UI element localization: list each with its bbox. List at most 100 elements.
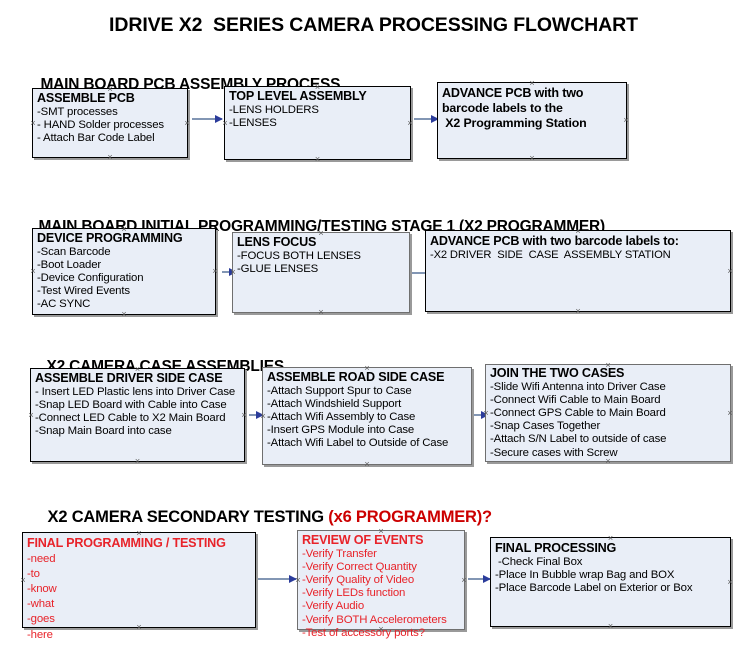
connector-handle-bottom[interactable] (377, 625, 386, 634)
connector-handle-left[interactable] (221, 119, 230, 128)
box-line: -need (27, 552, 56, 565)
box-line: -know (27, 583, 57, 596)
connector-handle-right[interactable] (460, 576, 469, 585)
connector-handle-right[interactable] (726, 578, 735, 587)
connector-handle-left[interactable] (27, 411, 36, 420)
box-line: -Place In Bubble wrap Bag and BOX (495, 568, 675, 581)
connector-handle-bottom[interactable] (574, 307, 583, 316)
connector-handle-right[interactable] (211, 267, 220, 276)
connector-handle-top[interactable] (133, 365, 142, 374)
box-line: -Verify LEDs function (302, 587, 406, 600)
box-line: -here (27, 628, 53, 641)
section-heading-4-text: X2 CAMERA SECONDARY TESTING (47, 508, 329, 526)
connector-handle-top[interactable] (313, 83, 322, 92)
box-line: -Verify Transfer (302, 547, 377, 560)
connector-handle-top[interactable] (317, 229, 326, 238)
box-assemble-driver-side-case[interactable]: ASSEMBLE DRIVER SIDE CASE - Insert LED P… (30, 368, 245, 462)
box-title: DEVICE PROGRAMMING (37, 231, 183, 245)
box-line: -Scan Barcode (37, 245, 111, 258)
connector-handle-right[interactable] (183, 119, 192, 128)
connector-handle-top[interactable] (528, 79, 537, 88)
box-assemble-pcb[interactable]: ASSEMBLE PCB -SMT processes - HAND Solde… (32, 88, 188, 158)
box-advance-pcb-driver-side-station[interactable]: ADVANCE PCB with two barcode labels to: … (425, 230, 731, 312)
connector-handle-right[interactable] (622, 116, 631, 125)
box-line: -Verify BOTH Accelerometers (302, 613, 447, 626)
connector-handle-bottom[interactable] (528, 154, 537, 163)
box-line: - Attach Bar Code Label (37, 132, 155, 145)
box-line: X2 Programming Station (442, 116, 587, 131)
box-title: ADVANCE PCB with two (442, 86, 584, 100)
box-line: -Insert GPS Module into Case (267, 424, 415, 437)
connector-handle-bottom[interactable] (317, 308, 326, 317)
box-line: -Snap Cases Together (490, 420, 601, 433)
box-advance-pcb-programming-station[interactable]: ADVANCE PCB with two barcode labels to t… (437, 82, 627, 159)
box-title: ADVANCE PCB with two barcode labels to: (430, 234, 679, 248)
box-line: - HAND Solder processes (37, 118, 164, 131)
connector-handle-bottom[interactable] (606, 622, 615, 631)
arrow-top-level-to-advance-pcb (414, 114, 439, 123)
box-line: -Attach Support Spur to Case (267, 384, 412, 397)
box-line: -goes (27, 613, 55, 626)
box-title: ASSEMBLE DRIVER SIDE CASE (35, 371, 223, 385)
connector-handle-top[interactable] (363, 364, 372, 373)
box-line: -what (27, 598, 55, 611)
connector-handle-left[interactable] (29, 267, 38, 276)
box-title: LENS FOCUS (237, 235, 317, 249)
box-line: -to (27, 567, 40, 580)
connector-handle-left[interactable] (19, 576, 28, 585)
connector-handle-left[interactable] (482, 409, 491, 418)
connector-handle-top[interactable] (604, 361, 613, 370)
box-line: -Connect LED Cable to X2 Main Board (35, 412, 226, 425)
box-title: REVIEW OF EVENTS (302, 533, 424, 547)
connector-handle-right[interactable] (726, 409, 735, 418)
box-line: -Attach Wifi Label to Outside of Case (267, 437, 449, 450)
box-line: -SMT processes (37, 105, 118, 118)
connector-handle-bottom[interactable] (133, 457, 142, 466)
page-title: IDRIVE X2 SERIES CAMERA PROCESSING FLOWC… (109, 14, 638, 36)
box-line: -AC SYNC (37, 298, 91, 311)
box-top-level-assembly[interactable]: TOP LEVEL ASSEMBLY -LENS HOLDERS -LENSES (224, 86, 411, 160)
connector-handle-left[interactable] (259, 412, 268, 421)
box-lens-focus[interactable]: LENS FOCUS -FOCUS BOTH LENSES -GLUE LENS… (232, 232, 410, 313)
box-line: -Attach Windshield Support (267, 397, 402, 410)
box-device-programming[interactable]: DEVICE PROGRAMMING -Scan Barcode -Boot L… (32, 228, 216, 315)
box-line: -Verify Correct Quantity (302, 560, 417, 573)
connector-handle-top[interactable] (574, 227, 583, 236)
box-line: -Connect GPS Cable to Main Board (490, 407, 666, 420)
box-line: -LENS HOLDERS (229, 103, 319, 116)
box-line: - Insert LED Plastic lens into Driver Ca… (35, 385, 236, 398)
box-title: ASSEMBLE ROAD SIDE CASE (267, 370, 445, 384)
connector-handle-top[interactable] (120, 225, 129, 234)
box-line: -X2 DRIVER SIDE CASE ASSEMBLY STATION (430, 248, 671, 261)
box-final-programming-testing[interactable]: FINAL PROGRAMMING / TESTING -need -to -k… (19, 529, 256, 641)
connector-handle-top[interactable] (135, 529, 144, 538)
arrow-assemble-pcb-to-top-level (192, 114, 223, 123)
box-title: ASSEMBLE PCB (37, 91, 135, 105)
connector-handle-top[interactable] (606, 534, 615, 543)
connector-handle-right[interactable] (726, 267, 735, 276)
box-line: -Device Configuration (37, 272, 144, 285)
connector-handle-bottom[interactable] (363, 460, 372, 469)
box-review-of-events[interactable]: REVIEW OF EVENTS -Verify Transfer -Verif… (294, 527, 465, 639)
box-line: -Test Wired Events (37, 285, 130, 298)
section-heading-4-accent: (x6 PROGRAMMER)? (328, 508, 492, 526)
box-line: -Connect Wifi Cable to Main Board (490, 393, 661, 406)
connector-handle-bottom[interactable] (313, 155, 322, 164)
connector-handle-left[interactable] (294, 576, 303, 585)
box-line: -Snap Main Board into case (35, 425, 172, 438)
connector-handle-bottom[interactable] (135, 623, 144, 632)
box-final-processing[interactable]: FINAL PROCESSING -Check Final Box -Place… (490, 537, 731, 627)
connector-handle-bottom[interactable] (106, 153, 115, 162)
arrow-review-to-final-processing (468, 574, 491, 583)
box-line: -Verify Quality of Video (302, 574, 415, 587)
box-assemble-road-side-case[interactable]: ASSEMBLE ROAD SIDE CASE -Attach Support … (262, 367, 472, 465)
connector-handle-top[interactable] (377, 527, 386, 536)
connector-handle-left[interactable] (29, 119, 38, 128)
box-join-the-two-cases[interactable]: JOIN THE TWO CASES -Slide Wifi Antenna i… (485, 364, 731, 462)
connector-handle-left[interactable] (229, 268, 238, 277)
connector-handle-bottom[interactable] (604, 457, 613, 466)
connector-handle-top[interactable] (106, 85, 115, 94)
connector-handle-bottom[interactable] (120, 310, 129, 319)
connector-handle-right[interactable] (240, 411, 249, 420)
